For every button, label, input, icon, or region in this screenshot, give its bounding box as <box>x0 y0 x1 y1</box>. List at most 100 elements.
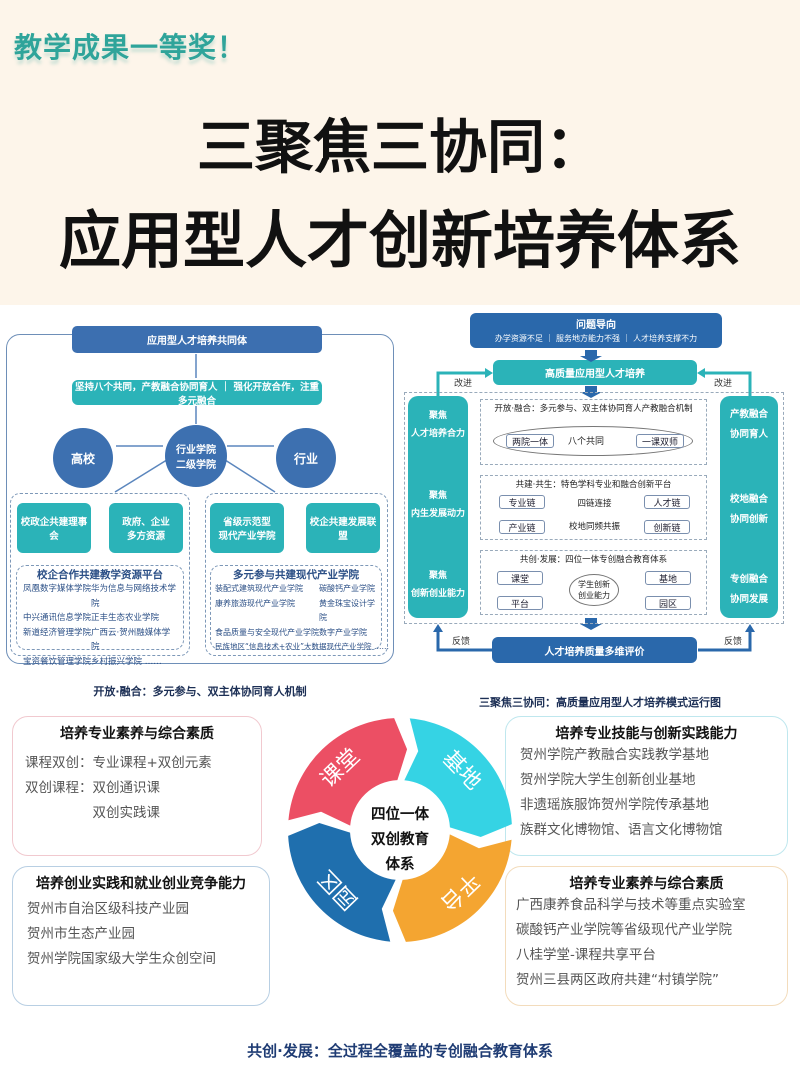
segment-park <box>288 822 396 942</box>
list-item: 民族地区“信息技术+农业”大数据现代产业学院 …… <box>215 642 389 651</box>
list-item: 广西云·贺州融媒体学院 <box>91 627 171 653</box>
list-item: 食品质量与安全现代产业学院 <box>215 627 319 637</box>
list-title: 多元参与共建现代产业学院 <box>233 569 359 581</box>
page-title-line2: 应用型人才创新培养体系 <box>58 204 741 277</box>
segment-classroom <box>288 718 408 826</box>
teal-box-council: 校政企共建理事会 <box>17 503 91 553</box>
card-title: 培养专业素养与综合素质 <box>60 726 214 742</box>
node-two-colleges: 两院一体 <box>506 434 554 448</box>
teal-box-resources: 政府、企业 多方资源 <box>109 503 183 553</box>
problem-box: 问题导向 办学资源不足 ｜ 服务地方能力不强 ｜ 人才培养支撑不力 <box>470 313 722 348</box>
node-classroom: 课堂 <box>497 571 543 585</box>
community-bar: 应用型人才培养共同体 <box>72 326 322 353</box>
focus-development: 聚焦 内生发展动力 <box>410 491 465 519</box>
focus-column <box>408 396 468 618</box>
card-line: 双创实践课 <box>25 805 160 821</box>
card-title: 培养创业实践和就业创业竞争能力 <box>36 876 246 892</box>
card-line: 广西康养食品科学与技术等重点实验室 <box>516 897 746 913</box>
list-item: 乡村振兴学院 …… <box>91 656 162 667</box>
list-item: 装配式建筑现代产业学院 <box>215 584 303 593</box>
teal-box-alliance: 校企共建发展联盟 <box>306 503 380 553</box>
circle-industry-college: 行业学院 二级学院 <box>165 425 227 487</box>
list-item: 正丰生态农业学院 <box>91 613 160 623</box>
card-line: 贺州学院大学生创新创业基地 <box>520 772 696 788</box>
segment-platform <box>392 834 512 942</box>
improve-label-left: 改进 <box>454 379 473 389</box>
card-park: 培养创业实践和就业创业竞争能力 贺州市自治区级科技产业园贺州市生态产业园贺州学院… <box>12 866 270 1006</box>
chain-major: 专业链 <box>499 495 545 509</box>
card-line: 族群文化博物馆、语言文化博物馆 <box>520 822 723 838</box>
card-base: 培养专业技能与创新实践能力 贺州学院产教融合实践教学基地贺州学院大学生创新创业基… <box>505 716 788 856</box>
list-item: 黄金珠宝设计学院 <box>319 598 375 623</box>
list-item: 新道经济管理学院 <box>23 627 92 638</box>
list-item: 碳酸钙产业学院 <box>319 584 375 593</box>
chain-industry: 产业链 <box>499 520 545 534</box>
award-badge: 教学成果一等奖！ <box>14 31 247 64</box>
list-item: 宝资餐饮管理学院 <box>23 656 92 667</box>
chain-talent: 人才链 <box>644 495 690 509</box>
list-item: 凤凰数字媒体学院 <box>23 584 92 594</box>
left-arrows <box>114 354 276 493</box>
synergy-column <box>720 396 778 618</box>
modern-college-list: 多元参与共建现代产业学院 装配式建筑现代产业学院 碳酸钙产业学院 康养旅游现代产业… <box>210 565 389 651</box>
resource-platform-list: 校企合作共建教学资源平台 凤凰数字媒体学院华为信息与网络技术学院 中兴通讯信息学… <box>16 565 184 667</box>
right-group <box>205 493 388 656</box>
card-line: 双创课程：双创通识课 <box>25 780 160 796</box>
four-chains-label: 四链连接 <box>577 499 612 509</box>
synergy-industry: 产教融合 协同育人 <box>729 409 768 440</box>
goal-bar: 高质量应用型人才培养 <box>493 360 697 385</box>
card-line: 贺州市自治区级科技产业园 <box>27 901 189 917</box>
card-line: 贺州市生态产业园 <box>27 926 135 942</box>
list-item: 中兴通讯信息学院 <box>23 613 92 623</box>
synergy-specialty: 专创融合 协同发展 <box>729 574 768 605</box>
card-line: 八桂学堂-课程共享平台 <box>516 947 656 963</box>
problem-subtitle: 办学资源不足 ｜ 服务地方能力不强 ｜ 人才培养支撑不力 <box>494 334 698 343</box>
ring-center-label: 四位一体 双创教育 体系 <box>371 806 429 873</box>
list-title: 校企合作共建教学资源平台 <box>37 569 163 581</box>
principle-bar: 坚持八个共同，产教融合协同育人 ｜ 强化开放合作，注重多元融合 <box>72 380 322 407</box>
card-line: 碳酸钙产业学院等省级现代产业学院 <box>516 922 732 938</box>
node-dual-teachers: 一课双师 <box>636 434 684 448</box>
left-group <box>10 493 190 656</box>
mechanism-box: 开放·融合：多元参与、双主体协同育人产教融合机制 两院一体 八个共同 一课双师 <box>480 399 707 465</box>
box-title: 共建·共生：特色学科专业和融合创新平台 <box>515 480 672 490</box>
core-frame <box>404 392 784 624</box>
list-item: 数字产业学院 <box>319 627 367 637</box>
right-arrows <box>433 350 755 652</box>
eight-commons: 八个共同 <box>568 437 605 447</box>
card-platform: 培养专业素养与综合素质 广西康养食品科学与技术等重点实验室碳酸钙产业学院等省级现… <box>505 866 788 1006</box>
header-banner <box>0 0 800 305</box>
education-box: 共创·发展：四位一体专创融合教育体系 课堂 基地 平台 园区 学生创新 创业能力 <box>480 550 707 615</box>
node-platform: 平台 <box>497 596 543 610</box>
box-title: 开放·融合：多元参与、双主体协同育人产教融合机制 <box>494 404 693 414</box>
four-in-one-ring: 课堂基地平台园区 <box>288 718 512 942</box>
list-item: 华为信息与网络技术学院 <box>91 584 177 609</box>
page-title-line1: 三聚焦三协同： <box>196 113 603 181</box>
evaluation-bar: 人才培养质量多维评价 <box>492 637 697 663</box>
segment-base <box>404 718 512 838</box>
synergy-local: 校地融合 协同创新 <box>729 494 768 525</box>
card-line: 课程双创：专业课程+双创元素 <box>25 755 212 771</box>
improve-label-right: 改进 <box>714 379 733 389</box>
problem-title: 问题导向 <box>576 320 616 331</box>
node-park: 园区 <box>645 596 691 610</box>
list-item: 康养旅游现代产业学院 <box>215 598 295 608</box>
right-caption: 三聚焦三协同：高质量应用型人才培养模式运行图 <box>479 696 721 709</box>
student-ability: 学生创新 创业能力 <box>569 574 619 606</box>
card-title: 培养专业技能与创新实践能力 <box>555 726 738 742</box>
bottom-caption: 共创·发展：全过程全覆盖的专创融合教育体系 <box>247 1042 553 1060</box>
platform-box: 共建·共生：特色学科专业和融合创新平台 专业链 人才链 产业链 创新链 四链连接… <box>480 475 707 540</box>
feedback-label-left: 反馈 <box>452 637 471 647</box>
chain-innovation: 创新链 <box>644 520 690 534</box>
card-line: 贺州学院产教融合实践教学基地 <box>520 747 709 763</box>
card-line: 非遗瑶族服饰贺州学院传承基地 <box>520 797 709 813</box>
focus-innovation: 聚焦 创新创业能力 <box>410 571 465 599</box>
card-line: 贺州三县两区政府共建“村镇学院” <box>516 972 719 988</box>
card-classroom: 培养专业素养与综合素质 课程双创：专业课程+双创元素双创课程：双创通识课 双创实… <box>12 716 262 856</box>
circle-industry: 行业 <box>276 428 336 488</box>
node-base: 基地 <box>645 571 691 585</box>
box-title: 共创·发展：四位一体专创融合教育体系 <box>519 555 668 565</box>
focus-talent: 聚焦 人才培养合力 <box>410 411 465 439</box>
left-caption: 开放·融合：多元参与、双主体协同育人机制 <box>93 685 307 698</box>
circle-university: 高校 <box>53 428 113 488</box>
